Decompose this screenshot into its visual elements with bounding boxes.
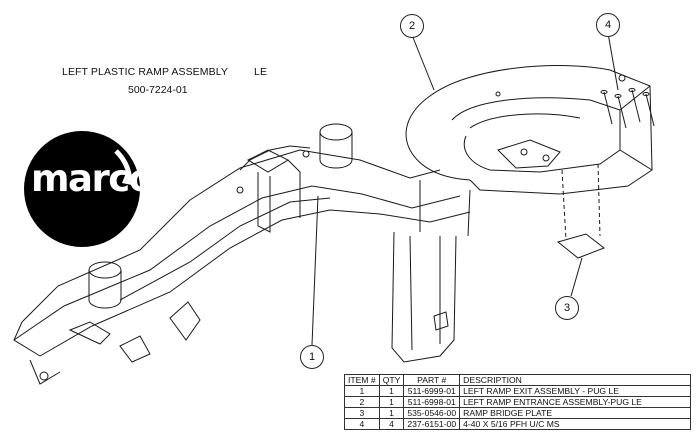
bom-item: 1 xyxy=(344,385,380,397)
ramp-clip xyxy=(119,335,151,363)
callout-2: 2 xyxy=(400,14,424,38)
bom-part: 237-6151-00 xyxy=(403,418,461,430)
rivet-1 xyxy=(495,91,501,97)
drop-channel xyxy=(391,180,471,363)
screw-head-1 xyxy=(600,90,608,94)
switch-arm xyxy=(287,159,301,218)
ramp-bracket xyxy=(68,321,111,345)
bracket-screw-2 xyxy=(542,154,550,162)
ramp-back-edge xyxy=(21,149,441,323)
bom-part: 511-6998-01 xyxy=(403,396,461,408)
entrance-outer-wall xyxy=(429,65,653,195)
screw-b xyxy=(302,150,310,158)
callout-1: 1 xyxy=(300,345,324,369)
post-top-right xyxy=(319,123,353,141)
bom-description: LEFT RAMP ENTRANCE ASSEMBLY-PUG LE xyxy=(459,396,692,408)
bom-qty: 1 xyxy=(378,396,405,408)
marco-logo-icon xyxy=(24,131,140,247)
ramp-mount-tab xyxy=(29,359,61,385)
bom-part: 511-6999-01 xyxy=(403,385,461,397)
bom-row: 1 1 511-6999-01 LEFT RAMP EXIT ASSEMBLY … xyxy=(344,385,692,397)
screw-head-2 xyxy=(614,94,622,98)
logo-arrowhead xyxy=(122,173,132,185)
callout-leaders xyxy=(311,32,619,346)
post-base-left xyxy=(88,299,122,309)
bom-header-part: PART # xyxy=(403,374,461,386)
bill-of-materials-table: ITEM # QTY PART # DESCRIPTION 1 1 511-69… xyxy=(344,374,692,430)
screw-shafts xyxy=(603,89,655,129)
screw-head-4 xyxy=(642,92,650,96)
screws-item-4 xyxy=(600,88,655,129)
exit-ramp-body xyxy=(13,145,471,385)
bom-header-row: ITEM # QTY PART # DESCRIPTION xyxy=(344,374,692,386)
callout-4: 4 xyxy=(596,13,620,37)
bom-item: 3 xyxy=(344,407,380,419)
bom-header-description: DESCRIPTION xyxy=(459,374,692,386)
screw-a xyxy=(236,186,244,194)
assembly-edition: LE xyxy=(254,66,268,78)
ramp-lower-lip xyxy=(39,209,471,357)
ramp-front-edge xyxy=(13,185,461,341)
channel-tab xyxy=(433,311,449,331)
channel-outline xyxy=(391,231,457,363)
bom-item: 2 xyxy=(344,396,380,408)
bom-row: 4 4 237-6151-00 4-40 X 5/16 PFH U/C MS xyxy=(344,418,692,430)
leader-3 xyxy=(570,257,583,297)
entrance-end-edges xyxy=(619,85,653,171)
post-body-left xyxy=(88,270,122,300)
entrance-channel xyxy=(469,113,581,129)
bom-row: 3 1 535-0546-00 RAMP BRIDGE PLATE xyxy=(344,407,692,419)
entrance-inner-wall xyxy=(451,97,621,173)
bom-qty: 1 xyxy=(378,407,405,419)
bridge-plate xyxy=(556,163,606,259)
ramp-end-cap xyxy=(13,321,41,357)
bom-description: 4-40 X 5/16 PFH U/C MS xyxy=(459,418,692,430)
assembly-name: LEFT PLASTIC RAMP ASSEMBLY xyxy=(62,66,228,78)
logo-text: marco xyxy=(31,157,154,200)
bom-item: 4 xyxy=(344,418,380,430)
bom-qty: 4 xyxy=(378,418,405,430)
bom-description: RAMP BRIDGE PLATE xyxy=(459,407,692,419)
bom-part: 535-0546-00 xyxy=(403,407,461,419)
callout-3: 3 xyxy=(555,296,579,320)
ramp-flap xyxy=(169,301,201,341)
assembly-part-number: 500-7224-01 xyxy=(128,84,188,96)
post-base-right xyxy=(319,159,353,169)
bom-description: LEFT RAMP EXIT ASSEMBLY - PUG LE xyxy=(459,385,692,397)
leader-2 xyxy=(411,34,435,91)
switch-leg xyxy=(257,172,271,233)
plate-outline xyxy=(556,233,606,259)
top-screw xyxy=(618,74,626,82)
bom-row: 2 1 511-6998-01 LEFT RAMP ENTRANCE ASSEM… xyxy=(344,396,692,408)
switch-bracket xyxy=(236,149,310,233)
switch-plate xyxy=(246,149,290,173)
ramp-floor-line xyxy=(119,197,331,301)
ramp-posts xyxy=(88,123,353,309)
bom-header-qty: QTY xyxy=(378,374,405,386)
assembly-title: LEFT PLASTIC RAMP ASSEMBLY LE xyxy=(62,66,267,78)
channel-upper-walls xyxy=(419,180,471,237)
bom-header-item: ITEM # xyxy=(344,374,380,386)
assembly-lines xyxy=(561,163,601,241)
entrance-left-curve xyxy=(405,95,471,181)
logo-arc xyxy=(114,149,133,182)
channel-inner xyxy=(409,235,441,351)
post-body-right xyxy=(319,132,353,160)
leader-1 xyxy=(311,195,319,346)
logo-disc xyxy=(24,131,140,247)
bracket-screw-1 xyxy=(520,148,528,156)
screw-head-3 xyxy=(628,88,636,92)
bom-qty: 1 xyxy=(378,385,405,397)
ramp-inner-rail xyxy=(239,145,311,171)
entrance-ramp-body xyxy=(405,65,653,195)
bridge-bracket xyxy=(497,139,561,169)
leader-4 xyxy=(607,32,619,91)
mount-hole xyxy=(39,371,49,381)
